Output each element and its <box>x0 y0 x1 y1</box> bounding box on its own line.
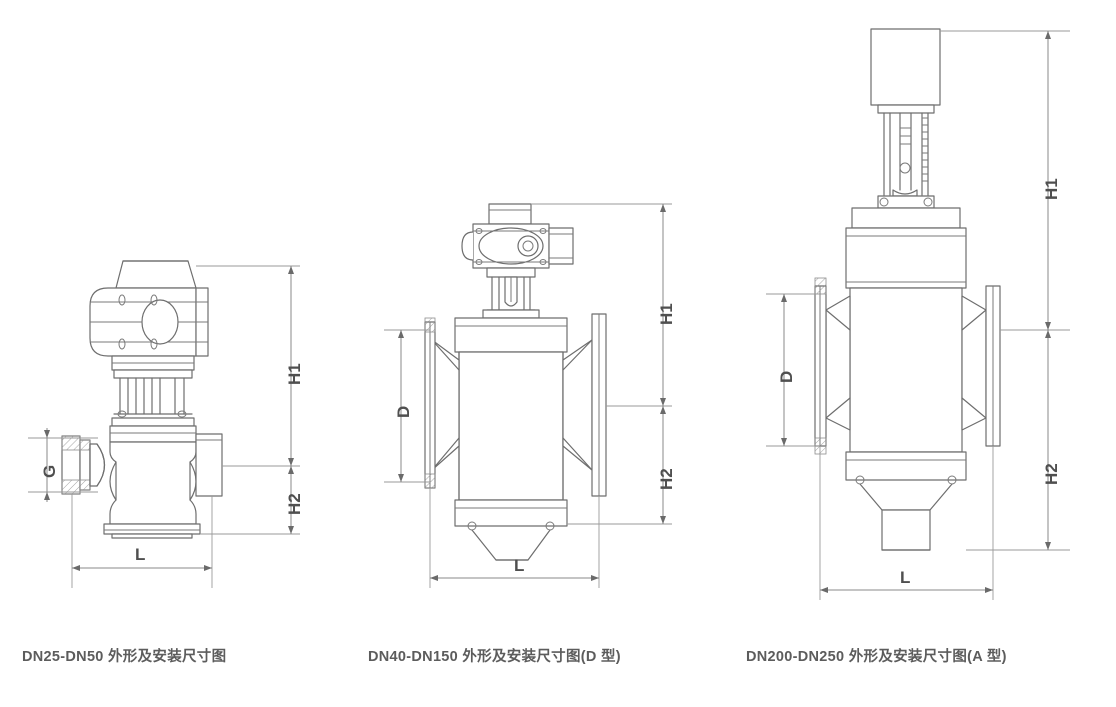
dimension-l <box>71 494 213 588</box>
dim-label-h2-fig2: H2 <box>657 468 676 490</box>
actuator-box <box>870 28 941 106</box>
dimension-h1-h2 <box>196 265 300 535</box>
outlet-cone-right <box>562 313 607 497</box>
dimension-l <box>429 488 600 588</box>
dim-label-h1-fig3: H1 <box>1042 178 1061 200</box>
valve-body <box>458 351 564 501</box>
figure-dn40-dn150 <box>384 203 672 588</box>
actuator-housing <box>461 223 574 269</box>
bottom-band-and-outlet <box>454 499 568 561</box>
dim-label-l-fig3: L <box>900 568 911 587</box>
valve-body <box>109 441 197 525</box>
caption-dn25-dn50: DN25-DN50 外形及安装尺寸图 <box>22 649 227 665</box>
outlet-flange-right <box>195 433 223 497</box>
dimension-d <box>766 293 820 447</box>
actuator-motor-cap <box>488 203 532 225</box>
bottom-band-and-outlet <box>845 451 967 551</box>
dimension-g <box>28 428 98 502</box>
outlet-cone-right <box>961 285 1001 447</box>
figure-dn200-dn250 <box>766 28 1070 600</box>
dim-label-d-fig3: D <box>777 370 796 383</box>
actuator-top-cap <box>115 260 197 289</box>
dim-label-h1-fig1: H1 <box>285 363 304 385</box>
dim-label-d-fig2: D <box>394 405 413 418</box>
valve-body <box>849 287 963 453</box>
dim-label-h2-fig3: H2 <box>1042 463 1061 485</box>
body-upper-band <box>454 317 568 353</box>
threaded-inlet-left <box>61 435 106 495</box>
yoke-assembly <box>482 267 540 319</box>
dimension-h1-h2 <box>531 203 672 525</box>
dimension-d <box>384 329 430 483</box>
yoke-assembly <box>109 355 197 443</box>
dim-label-l-fig1: L <box>135 545 146 564</box>
dim-label-l-fig2: L <box>514 556 525 575</box>
figure-dn25-dn50 <box>28 260 300 588</box>
dim-label-h1-fig2: H1 <box>657 303 676 325</box>
body-upper-band <box>845 227 967 289</box>
caption-dn200-dn250: DN200-DN250 外形及安装尺寸图(A 型) <box>746 649 1007 665</box>
stem-spring-cage <box>877 104 935 209</box>
actuator-body <box>89 287 209 357</box>
inlet-cone-left <box>424 317 460 489</box>
dimension-l <box>819 446 994 600</box>
bonnet-flange <box>851 207 961 229</box>
inlet-cone-left <box>814 277 851 455</box>
caption-dn40-dn150: DN40-DN150 外形及安装尺寸图(D 型) <box>368 649 621 665</box>
dimension-h1-h2 <box>940 30 1070 551</box>
base-plate <box>103 523 201 539</box>
dim-label-h2-fig1: H2 <box>285 493 304 515</box>
dim-label-g-fig1: G <box>40 464 59 478</box>
